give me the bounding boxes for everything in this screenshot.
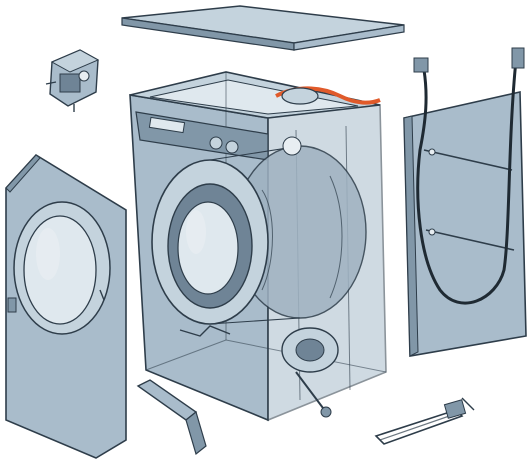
door-lock-module	[45, 49, 100, 112]
drum	[151, 145, 367, 325]
right-side-panel	[403, 91, 527, 357]
heater-wiring	[275, 86, 381, 156]
heating-element	[374, 397, 475, 445]
top-cover	[121, 5, 405, 51]
inlet-hose	[413, 47, 525, 305]
kickplate	[136, 379, 207, 456]
motor	[179, 325, 339, 418]
front-panel	[5, 153, 127, 459]
